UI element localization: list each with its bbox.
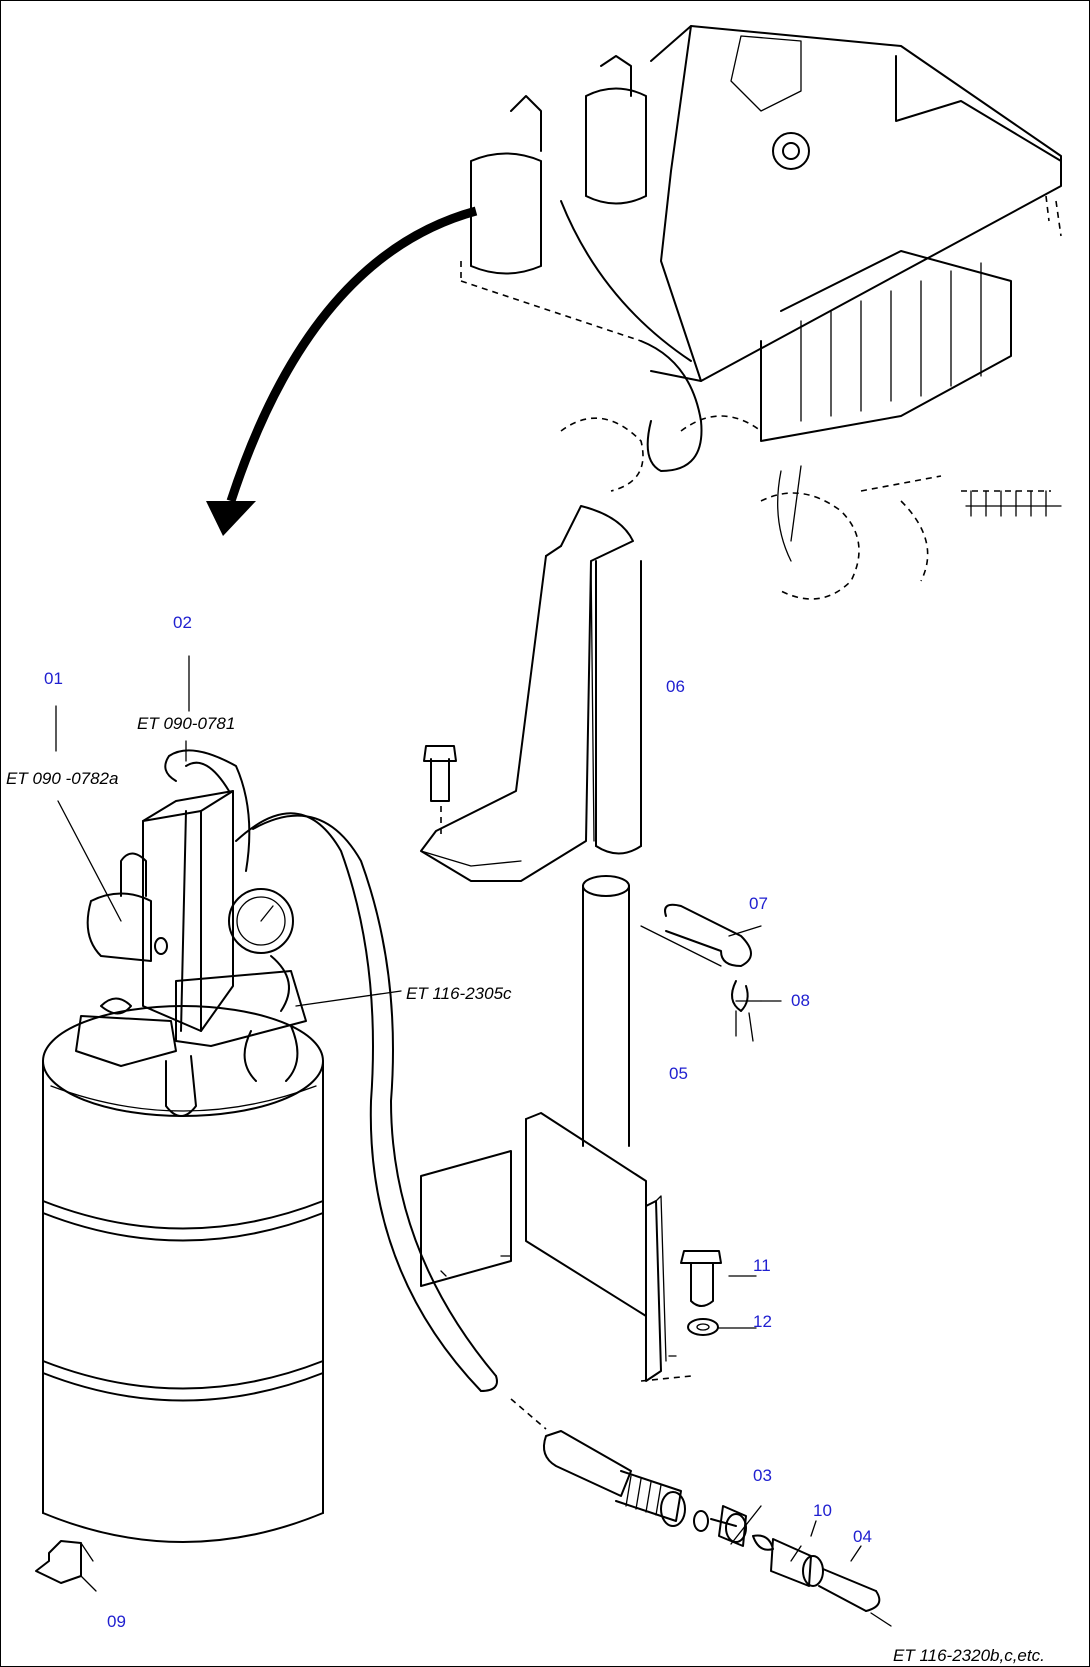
bolt-11 — [680, 1250, 722, 1307]
part-number-01: 01 — [44, 669, 63, 688]
reference-label-2320: ET 116-2320b,c,etc. — [893, 1646, 1045, 1665]
coupling-assembly — [543, 1430, 892, 1627]
part-number-03: 03 — [753, 1466, 772, 1485]
part-number-10: 10 — [813, 1501, 832, 1520]
part-number-04: 04 — [853, 1527, 872, 1546]
callout-arrow — [206, 206, 478, 536]
part-number-02: 02 — [173, 613, 192, 632]
machine-overview — [460, 25, 1062, 600]
part-number-08: 08 — [791, 991, 810, 1010]
part-number-12: 12 — [753, 1312, 772, 1331]
holder-06 — [420, 505, 634, 882]
leader-lines — [55, 655, 862, 1592]
part-number-11: 11 — [753, 1256, 771, 1275]
base-plate-05 — [420, 1112, 692, 1382]
part-number-05: 05 — [669, 1064, 688, 1083]
part-number-06: 06 — [666, 677, 685, 696]
reference-label-0781: ET 090-0781 — [137, 714, 235, 733]
pump-assembly — [75, 749, 307, 1117]
hose — [235, 812, 547, 1430]
tube-06 — [595, 560, 642, 855]
pin-07-08 — [640, 903, 754, 1042]
washer-12 — [687, 1318, 719, 1336]
part-number-09: 09 — [107, 1612, 126, 1631]
grease-drum — [42, 1005, 324, 1543]
bracket-09 — [35, 1540, 94, 1584]
reference-label-0782a: ET 090 -0782a — [6, 769, 118, 788]
part-number-07: 07 — [749, 894, 768, 913]
reference-label-2305c: ET 116-2305c — [406, 984, 512, 1003]
tube-05 — [582, 875, 630, 1147]
bolt-06 — [423, 745, 457, 836]
